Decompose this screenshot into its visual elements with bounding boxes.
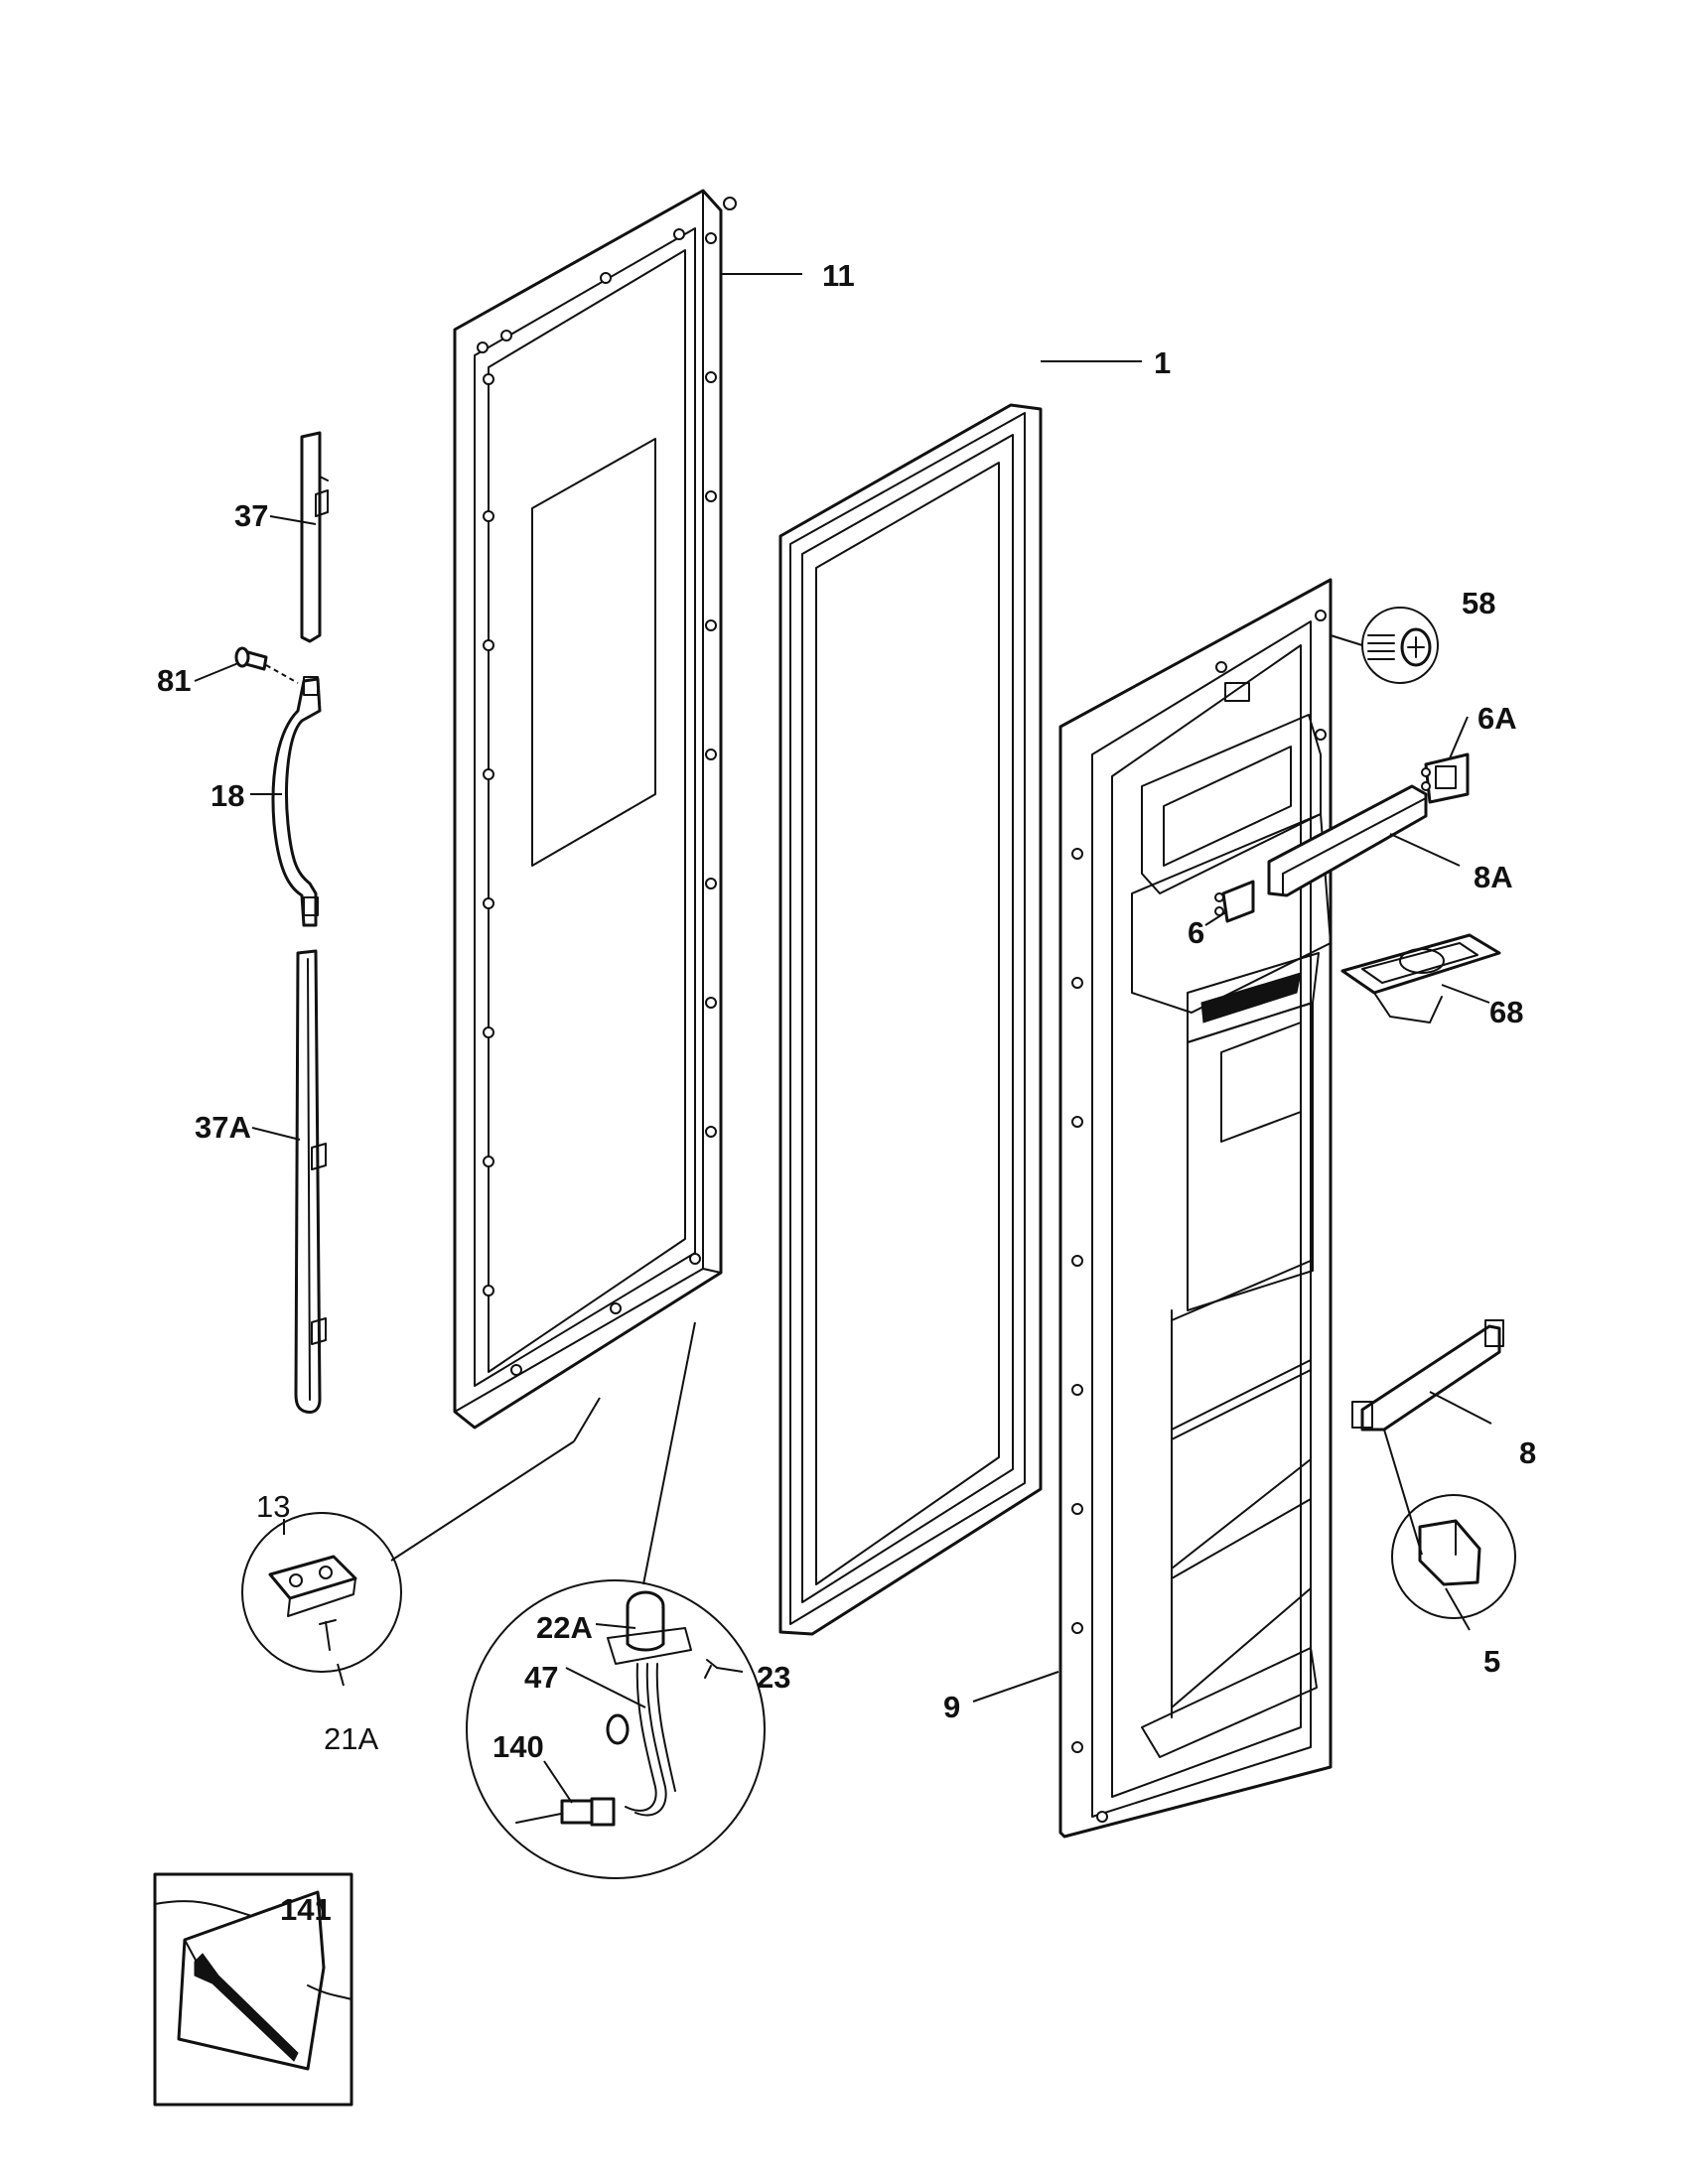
callout-1: 1 <box>1154 345 1171 380</box>
liner-edge-holes <box>1071 610 1327 1823</box>
kit-141-box <box>153 1872 353 2107</box>
door-stop-37A <box>294 949 327 1414</box>
cap-5 <box>1391 1494 1516 1619</box>
callout-47: 47 <box>524 1660 558 1695</box>
inner-door-liner <box>1058 578 1333 1839</box>
door-stop-37 <box>300 431 329 643</box>
outer-door-panel <box>453 189 737 1430</box>
door-handle-18 <box>271 676 322 927</box>
callout-11: 11 <box>822 258 855 293</box>
screw-58 <box>1361 607 1439 684</box>
callout-5: 5 <box>1483 1644 1500 1679</box>
callout-81: 81 <box>157 663 191 698</box>
callout-6: 6 <box>1188 915 1204 950</box>
callout-8A: 8A <box>1474 860 1513 894</box>
callout-8: 8 <box>1519 1435 1536 1470</box>
lamp-socket-detail <box>466 1321 766 1879</box>
switch-cover-68 <box>1340 933 1501 1024</box>
screw-81 <box>234 646 299 684</box>
clip-6 <box>1214 880 1255 923</box>
callout-68: 68 <box>1489 995 1523 1029</box>
callout-leaders <box>194 273 1492 1804</box>
callout-13: 13 <box>256 1489 290 1524</box>
callout-37: 37 <box>234 498 268 533</box>
door-panel-holes <box>477 197 737 1376</box>
callout-9: 9 <box>943 1690 960 1724</box>
callout-22A: 22A <box>536 1610 593 1645</box>
clip-6A <box>1421 752 1470 804</box>
callout-37A: 37A <box>195 1110 251 1145</box>
callout-18: 18 <box>211 778 244 813</box>
bracket-8 <box>1351 1319 1504 1432</box>
callout-21A: 21A <box>324 1721 378 1756</box>
hinge-bracket-detail <box>241 1397 601 1673</box>
callout-58: 58 <box>1462 586 1495 620</box>
callout-140: 140 <box>492 1729 544 1764</box>
callout-23: 23 <box>757 1660 790 1695</box>
callout-6A: 6A <box>1477 701 1517 736</box>
door-gasket <box>778 403 1043 1636</box>
callout-141: 141 <box>280 1892 332 1927</box>
rail-8A <box>1267 784 1428 897</box>
